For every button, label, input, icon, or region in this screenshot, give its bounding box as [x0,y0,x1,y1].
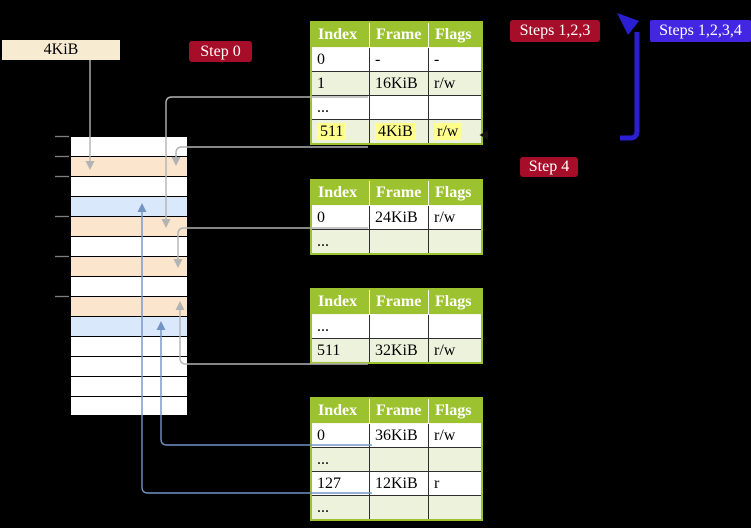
table-cell: r/w [428,119,483,145]
table-cell [428,447,483,472]
table-row: ... [310,447,483,472]
memory-tick-marks [55,135,69,298]
table-cell: ... [310,229,370,255]
column-header: Frame [369,288,429,315]
table-cell [369,495,429,521]
table-cell: 1 [310,71,370,96]
column-header: Flags [428,288,483,315]
table-cell: r/w [428,205,483,230]
table-cell: 127 [310,471,370,496]
table-cell: - [369,47,429,72]
memory-row-peach [70,216,188,236]
table-row: ... [310,314,483,339]
highlighted-value: 511 [317,122,347,140]
table-cell: 511 [310,338,370,364]
highlighted-value: 4KiB [375,122,416,140]
column-header: Index [310,397,370,424]
table-cell [428,495,483,521]
wire-t1-index511-to-row2 [171,146,368,166]
table-cell: r/w [428,423,483,448]
table-cell: 0 [310,47,370,72]
table-cell: 4KiB [369,119,429,145]
badge-step-4: Step 4 [520,157,578,177]
physical-memory-column [70,136,188,416]
column-header: Flags [428,21,483,48]
memory-row-blue [70,316,188,336]
up-left-arrowhead-icon [617,13,639,35]
badge-steps-1-2-3-4: Steps 1,2,3,4 [650,20,751,42]
table-cell [428,314,483,339]
memory-row-white [70,336,188,356]
memory-row-white [70,356,188,376]
memory-row-peach [70,156,188,176]
frame-size-label: 4KiB [2,40,120,60]
table-cell [428,95,483,120]
column-header: Frame [369,21,429,48]
table-cell: 32KiB [369,338,429,364]
table-cell: r/w [428,71,483,96]
table-cell [369,314,429,339]
table-cell: 0 [310,423,370,448]
column-header: Flags [428,397,483,424]
memory-row-white [70,176,188,196]
badge-step-0: Step 0 [189,41,252,62]
table-cell [428,229,483,255]
table-cell: 16KiB [369,71,429,96]
table-row: 0-- [310,47,483,72]
table-cell [369,229,429,255]
memory-row-blue [70,196,188,216]
recursive-loop-arrow [617,13,640,141]
table-cell: 12KiB [369,471,429,496]
column-header: Frame [369,397,429,424]
column-header: Frame [369,179,429,206]
column-header: Index [310,21,370,48]
memory-row-white [70,136,188,156]
table-cell [369,95,429,120]
table-cell: 0 [310,205,370,230]
table-cell: ... [310,314,370,339]
table-cell: 511 [310,119,370,145]
table-cell: r [428,471,483,496]
table-cell: r/w [428,338,483,364]
memory-row-peach [70,256,188,276]
memory-row-white [70,236,188,256]
highlighted-value: r/w [434,122,462,140]
memory-row-peach [70,296,188,316]
table-cell: ... [310,95,370,120]
column-header: Index [310,179,370,206]
table-row: ... [310,95,483,120]
badge-steps-1-2-3: Steps 1,2,3 [510,20,600,42]
table-cell: ... [310,495,370,521]
table-cell: ... [310,447,370,472]
memory-row-white [70,376,188,396]
table-row: 511 4KiB r/w [310,119,483,145]
table-row: ... [310,495,483,521]
memory-row-white [70,396,188,416]
memory-row-white [70,276,188,296]
table-cell: 24KiB [369,205,429,230]
column-header: Flags [428,179,483,206]
table-cell: 36KiB [369,423,429,448]
table-cell: - [428,47,483,72]
column-header: Index [310,288,370,315]
table-row: ... [310,229,483,255]
table-cell [369,447,429,472]
